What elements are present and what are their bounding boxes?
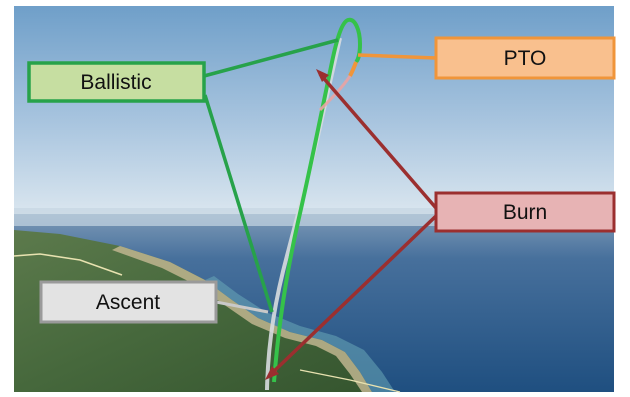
ascent-label: Ascent <box>96 291 160 314</box>
ascent-callout: Ascent <box>39 280 218 324</box>
ballistic-trajectory <box>272 17 363 383</box>
ballistic-box <box>27 61 206 103</box>
pto-box <box>434 36 616 80</box>
burn-leader-bottom <box>268 214 438 377</box>
inland-road <box>299 369 401 393</box>
coastal-shallows <box>205 276 395 392</box>
ballistic-callout: Ballistic <box>27 61 206 103</box>
burn-callout: Burn <box>434 191 616 233</box>
burn-box <box>434 191 616 233</box>
ballistic-leader-top <box>203 38 339 78</box>
shore-road <box>13 253 123 276</box>
pto-label: PTO <box>504 47 547 70</box>
ascent-box <box>39 280 218 324</box>
ballistic-label: Ballistic <box>80 71 151 94</box>
burn-arrowhead-bottom <box>265 366 279 380</box>
burn-label: Burn <box>503 201 547 224</box>
pto-leader <box>357 53 437 60</box>
ascent-leader <box>215 300 269 314</box>
pto-callout: PTO <box>434 36 616 80</box>
burn-leader-top <box>318 72 438 210</box>
ballistic-leader-bottom <box>203 94 274 313</box>
leader-lines <box>203 38 438 380</box>
burn-arrowhead-top <box>316 69 329 82</box>
pto-trajectory <box>348 61 358 77</box>
trajectory <box>265 17 363 391</box>
